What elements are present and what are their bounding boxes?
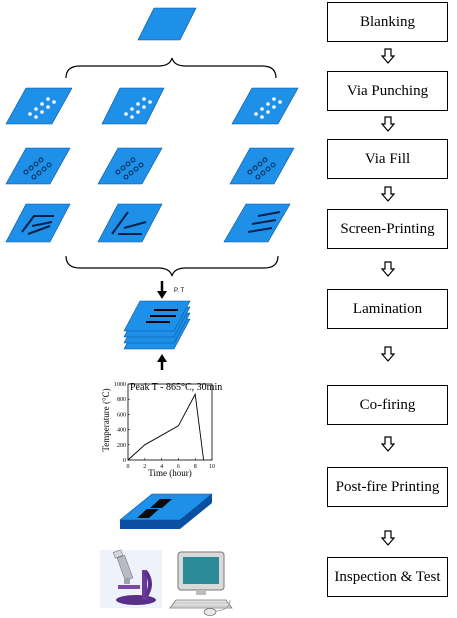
step-label: Inspection & Test	[334, 568, 441, 585]
step-label: Screen-Printing	[340, 220, 435, 237]
down-arrow-icon	[381, 116, 395, 132]
x-tick-label: 0	[127, 464, 130, 470]
step-via-fill: Via Fill	[327, 139, 448, 179]
y-tick-label: 1000	[114, 382, 126, 388]
down-arrow-icon	[381, 530, 395, 546]
printed-sheet-1	[5, 203, 71, 243]
step-label: Co-firing	[359, 396, 416, 413]
printed-sheet-3	[223, 203, 291, 243]
bottom-brace	[65, 255, 279, 277]
x-tick-label: 10	[209, 464, 215, 470]
chart-ylabel: Temperature (°C)	[101, 388, 111, 451]
microscope-icon	[100, 549, 162, 608]
chart-title: Peak T - 865°C, 30min	[130, 382, 222, 393]
step-lamination: Lamination	[327, 289, 448, 329]
punched-sheet-2	[101, 87, 165, 125]
step-co-firing: Co-firing	[327, 385, 448, 425]
computer-icon	[169, 551, 233, 616]
down-arrow-icon	[381, 186, 395, 202]
blank-sheet	[137, 7, 197, 41]
x-tick-label: 8	[194, 464, 197, 470]
step-blanking: Blanking	[327, 2, 448, 42]
step-post-fire-printing: Post-fire Printing	[327, 467, 448, 507]
x-tick-label: 4	[160, 464, 163, 470]
via-filled-sheet-1	[5, 147, 71, 185]
post-fire-printed-substrate	[119, 493, 213, 529]
down-arrow-icon	[381, 436, 395, 452]
x-tick-label: 2	[143, 464, 146, 470]
press-arrow-up	[157, 354, 167, 370]
x-tick-label: 6	[177, 464, 180, 470]
stack-label: P. T	[174, 288, 184, 294]
step-via-punching: Via Punching	[327, 71, 448, 111]
firing-profile-line	[127, 392, 205, 461]
y-tick-label: 600	[117, 412, 126, 418]
chart-frame	[127, 383, 213, 461]
press-arrow-down	[157, 281, 167, 299]
down-arrow-icon	[381, 48, 395, 64]
y-tick-label: 800	[117, 397, 126, 403]
step-label: Post-fire Printing	[335, 478, 440, 495]
firing-profile-chart: Peak T - 865°C, 30min Temperature (°C) T…	[101, 382, 222, 478]
step-label: Lamination	[352, 300, 423, 317]
down-arrow-icon	[381, 346, 395, 362]
punched-sheet-3	[231, 87, 299, 125]
y-tick-label: 400	[117, 428, 126, 434]
step-label: Via Punching	[346, 82, 429, 99]
step-screen-printing: Screen-Printing	[327, 209, 448, 249]
chart-xlabel: Time (hour)	[148, 468, 191, 478]
down-arrow-icon	[381, 261, 395, 277]
y-tick-label: 0	[123, 458, 126, 464]
step-label: Via Fill	[364, 150, 411, 167]
step-inspection-test: Inspection & Test	[327, 557, 448, 597]
via-filled-sheet-2	[97, 147, 163, 185]
top-brace	[65, 57, 277, 79]
laminated-stack	[123, 300, 191, 350]
y-tick-label: 200	[117, 443, 126, 449]
punched-sheet-1	[5, 87, 73, 125]
via-filled-sheet-3	[229, 147, 295, 185]
step-label: Blanking	[360, 13, 415, 30]
printed-sheet-2	[97, 203, 163, 243]
